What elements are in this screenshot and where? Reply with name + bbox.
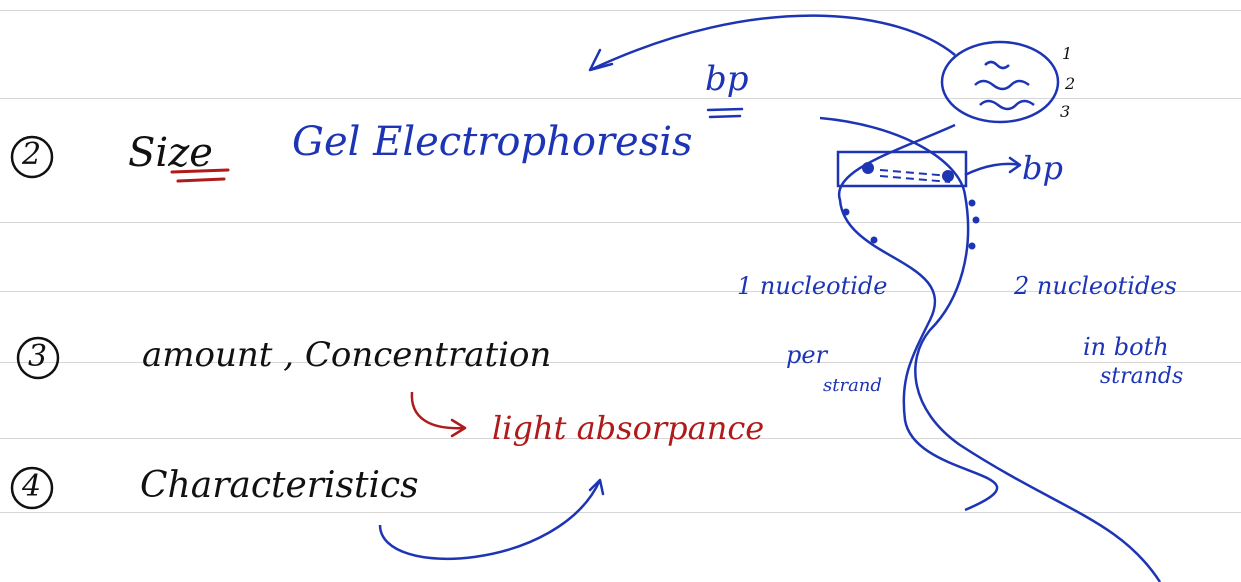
right-strand-note-line1: 2 nucleotides [1014,272,1177,300]
bp-label-side: bp [1022,149,1063,187]
ruled-line [0,362,1241,363]
size-double-underline [170,168,230,183]
dna-strand-two [837,123,999,512]
arrow-characteristics-to-absorpance [378,479,602,561]
nucleotide-dot [942,170,954,182]
ruled-line [0,222,1241,223]
nucleotide-dot [842,208,850,216]
nucleotide-dot [870,236,878,244]
arrow-to-bp [964,162,1021,177]
base-pair-box [836,150,968,188]
ruled-line [0,291,1241,292]
arrowhead-icon [588,48,614,72]
ruled-line [0,512,1241,513]
nucleotide-dot [968,199,976,207]
item4-label: Characteristics [140,465,419,506]
ruled-line [0,98,1241,99]
left-strand-note-line3: strand [823,375,882,396]
strand-squiggles-icon [974,60,1035,111]
oval-icon [940,40,1060,124]
item3-method: light absorpance [492,409,765,447]
dna-strand-one [819,116,1162,582]
arrowhead-icon [1008,156,1022,174]
base-pair-dashes [879,169,951,183]
item3-number-circle [16,336,60,380]
item4-number-circle [10,466,54,510]
right-strand-note-line3: strands [1100,364,1184,389]
ruled-line [0,10,1241,11]
item2-label: Size [128,130,213,176]
strand-number-1: 1 [1062,44,1073,63]
bp-label-top: bp [705,59,749,99]
right-strand-note-line2: in both [1083,333,1169,361]
nucleotide-dot [972,216,980,224]
arrowhead-icon [450,418,467,438]
bp-underline [706,107,744,119]
item2-method: Gel Electrophoresis [292,119,693,165]
strand-number-3: 3 [1060,102,1071,121]
item3-number: 3 [28,339,48,374]
item4-number: 4 [22,469,42,504]
strand-number-2: 2 [1065,74,1076,93]
curved-arrow-to-gel [589,14,956,72]
item2-number: 2 [22,137,42,172]
left-strand-note-line1: 1 nucleotide [737,272,888,300]
item3-label: amount , Concentration [142,335,552,375]
item2-number-circle [10,135,54,179]
arrowhead-icon [588,478,605,496]
left-strand-note-line2: per [786,341,828,369]
arrow-to-light-absorpance [410,391,466,430]
ruled-line [0,438,1241,439]
nucleotide-dot [968,242,976,250]
